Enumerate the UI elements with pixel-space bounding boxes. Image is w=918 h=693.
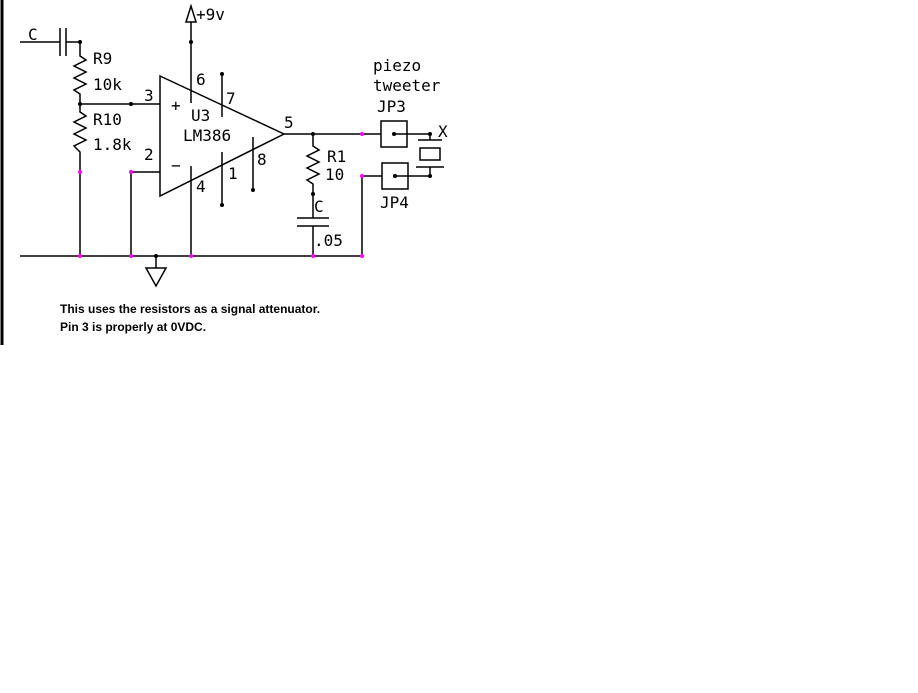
jp3-label: JP3 — [377, 97, 406, 116]
supply-label: +9v — [196, 5, 225, 24]
tweeter-label: tweeter — [373, 76, 441, 95]
r10-value-label: 1.8k — [93, 135, 132, 154]
node-marker — [78, 170, 82, 174]
junction-dot — [154, 254, 158, 258]
r1-value-label: 10 — [325, 165, 344, 184]
input-cap-label: C — [28, 25, 38, 44]
pin6-label: 6 — [196, 70, 206, 89]
pin8-end — [251, 188, 255, 192]
ground-symbol — [144, 256, 168, 288]
node-marker — [360, 254, 364, 258]
junction-dot — [189, 40, 193, 44]
node-marker — [360, 132, 364, 136]
pin7-end — [220, 72, 224, 76]
junction-dot — [78, 40, 82, 44]
pin2-label: 2 — [144, 145, 154, 164]
caption-line-1: This uses the resistors as a signal atte… — [60, 302, 321, 316]
x-label: X — [438, 122, 448, 141]
piezo-element — [394, 133, 444, 177]
junction-dot — [311, 132, 315, 136]
supply-wire — [184, 3, 198, 103]
u3-label: U3 — [191, 106, 210, 125]
pin1-label: 1 — [228, 164, 238, 183]
lm386-label: LM386 — [183, 126, 231, 145]
pin8-label: 8 — [257, 150, 267, 169]
output-cap-value-label: .05 — [314, 231, 343, 250]
r1-name-label: R1 — [327, 147, 346, 166]
junction-dot — [129, 102, 133, 106]
r10-resistor — [72, 104, 88, 172]
junction-dot — [78, 102, 82, 106]
node-marker — [129, 170, 133, 174]
node-marker — [311, 254, 315, 258]
r10-name-label: R10 — [93, 110, 122, 129]
plus-label: + — [171, 96, 181, 115]
pin7-label: 7 — [226, 89, 236, 108]
pin2-wire — [130, 171, 160, 256]
jp4-wire — [361, 175, 385, 256]
minus-label: − — [171, 156, 181, 175]
junction-dot — [311, 192, 315, 196]
piezo-label: piezo — [373, 56, 421, 75]
node-marker — [78, 254, 82, 258]
r9-value-label: 10k — [93, 75, 122, 94]
output-capacitor — [297, 194, 329, 256]
piezo-bottom-node — [428, 174, 432, 178]
piezo-top-node — [428, 132, 432, 136]
r1-resistor — [305, 134, 321, 194]
input-capacitor — [20, 28, 81, 56]
caption-line-2: Pin 3 is properly at 0VDC. — [60, 320, 207, 334]
node-marker — [360, 174, 364, 178]
node-marker — [129, 254, 133, 258]
pin4-label: 4 — [196, 177, 206, 196]
output-cap-name-label: C — [314, 197, 324, 216]
pin1-end — [220, 203, 224, 207]
pin3-label: 3 — [144, 86, 154, 105]
pin5-label: 5 — [284, 113, 294, 132]
node-marker — [189, 254, 193, 258]
r9-resistor — [72, 52, 88, 104]
jp4-label: JP4 — [380, 193, 409, 212]
r9-name-label: R9 — [93, 49, 112, 68]
